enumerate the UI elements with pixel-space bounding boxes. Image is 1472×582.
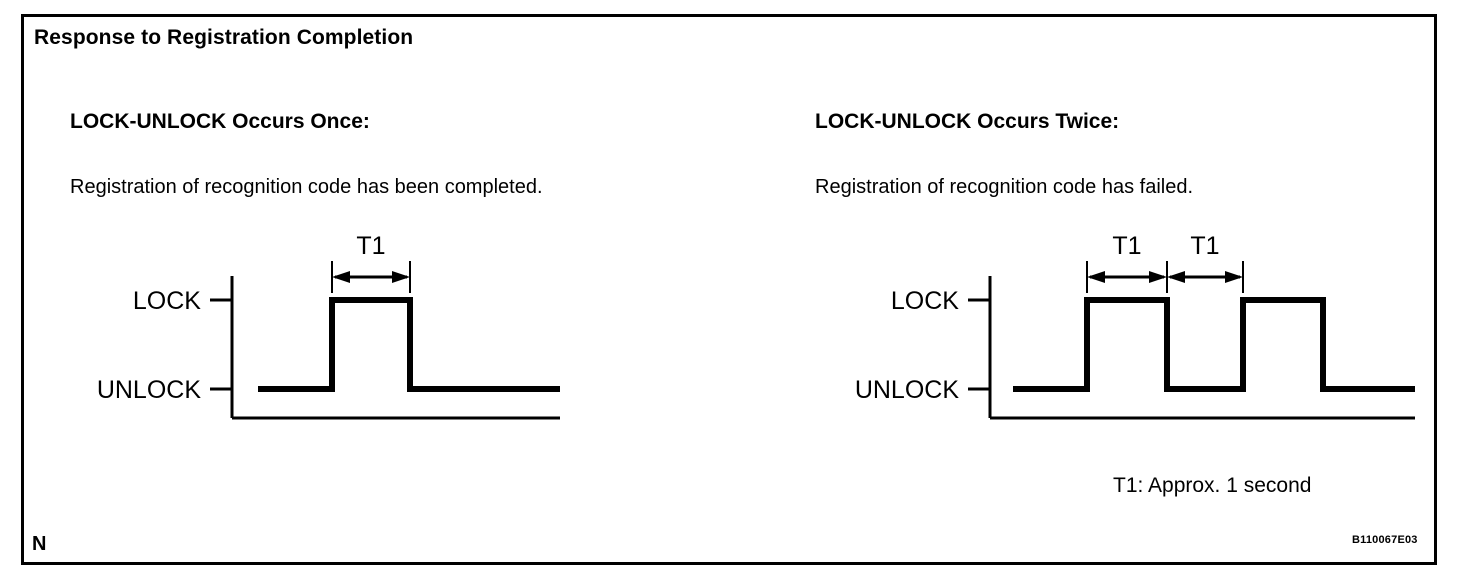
corner-mark-n: N bbox=[32, 533, 47, 555]
waveform-chart-once: LOCK UNLOCK T1 bbox=[97, 232, 560, 420]
y-tick-label-lock-once: LOCK bbox=[133, 287, 201, 315]
y-tick-label-lock-twice: LOCK bbox=[891, 287, 959, 315]
dim-arrowhead-1-right-twice bbox=[1149, 271, 1167, 283]
column-heading-once: LOCK-UNLOCK Occurs Once: bbox=[70, 110, 370, 133]
dim-arrowhead-1-left-twice bbox=[1087, 271, 1105, 283]
column-description-twice: Registration of recognition code has fai… bbox=[815, 176, 1194, 198]
waveform-chart-twice: LOCK UNLOCK T1 T1 bbox=[855, 232, 1415, 420]
figure-code: B110067E03 bbox=[1352, 534, 1418, 546]
column-lock-unlock-twice: LOCK-UNLOCK Occurs Twice: Registration o… bbox=[815, 110, 1435, 436]
page-title: Response to Registration Completion bbox=[34, 26, 414, 49]
dim-label-t1-first-twice: T1 bbox=[1112, 232, 1141, 260]
dim-arrowhead-right-once bbox=[392, 271, 410, 283]
column-description-once: Registration of recognition code has bee… bbox=[70, 176, 543, 198]
column-heading-twice: LOCK-UNLOCK Occurs Twice: bbox=[815, 110, 1120, 133]
y-tick-label-unlock-twice: UNLOCK bbox=[855, 376, 960, 404]
dim-label-t1-once: T1 bbox=[356, 232, 385, 260]
column-lock-unlock-once: LOCK-UNLOCK Occurs Once: Registration of… bbox=[70, 110, 760, 436]
dim-arrowhead-left-once bbox=[332, 271, 350, 283]
figure-frame bbox=[21, 14, 1437, 565]
signal-trace-once bbox=[258, 297, 560, 392]
signal-trace-twice bbox=[1013, 297, 1415, 392]
dim-arrowhead-2-left-twice bbox=[1167, 271, 1185, 283]
y-tick-label-unlock-once: UNLOCK bbox=[97, 376, 202, 404]
dim-arrowhead-2-right-twice bbox=[1225, 271, 1243, 283]
t1-definition-note: T1: Approx. 1 second bbox=[1113, 474, 1312, 497]
dim-label-t1-second-twice: T1 bbox=[1190, 232, 1219, 260]
